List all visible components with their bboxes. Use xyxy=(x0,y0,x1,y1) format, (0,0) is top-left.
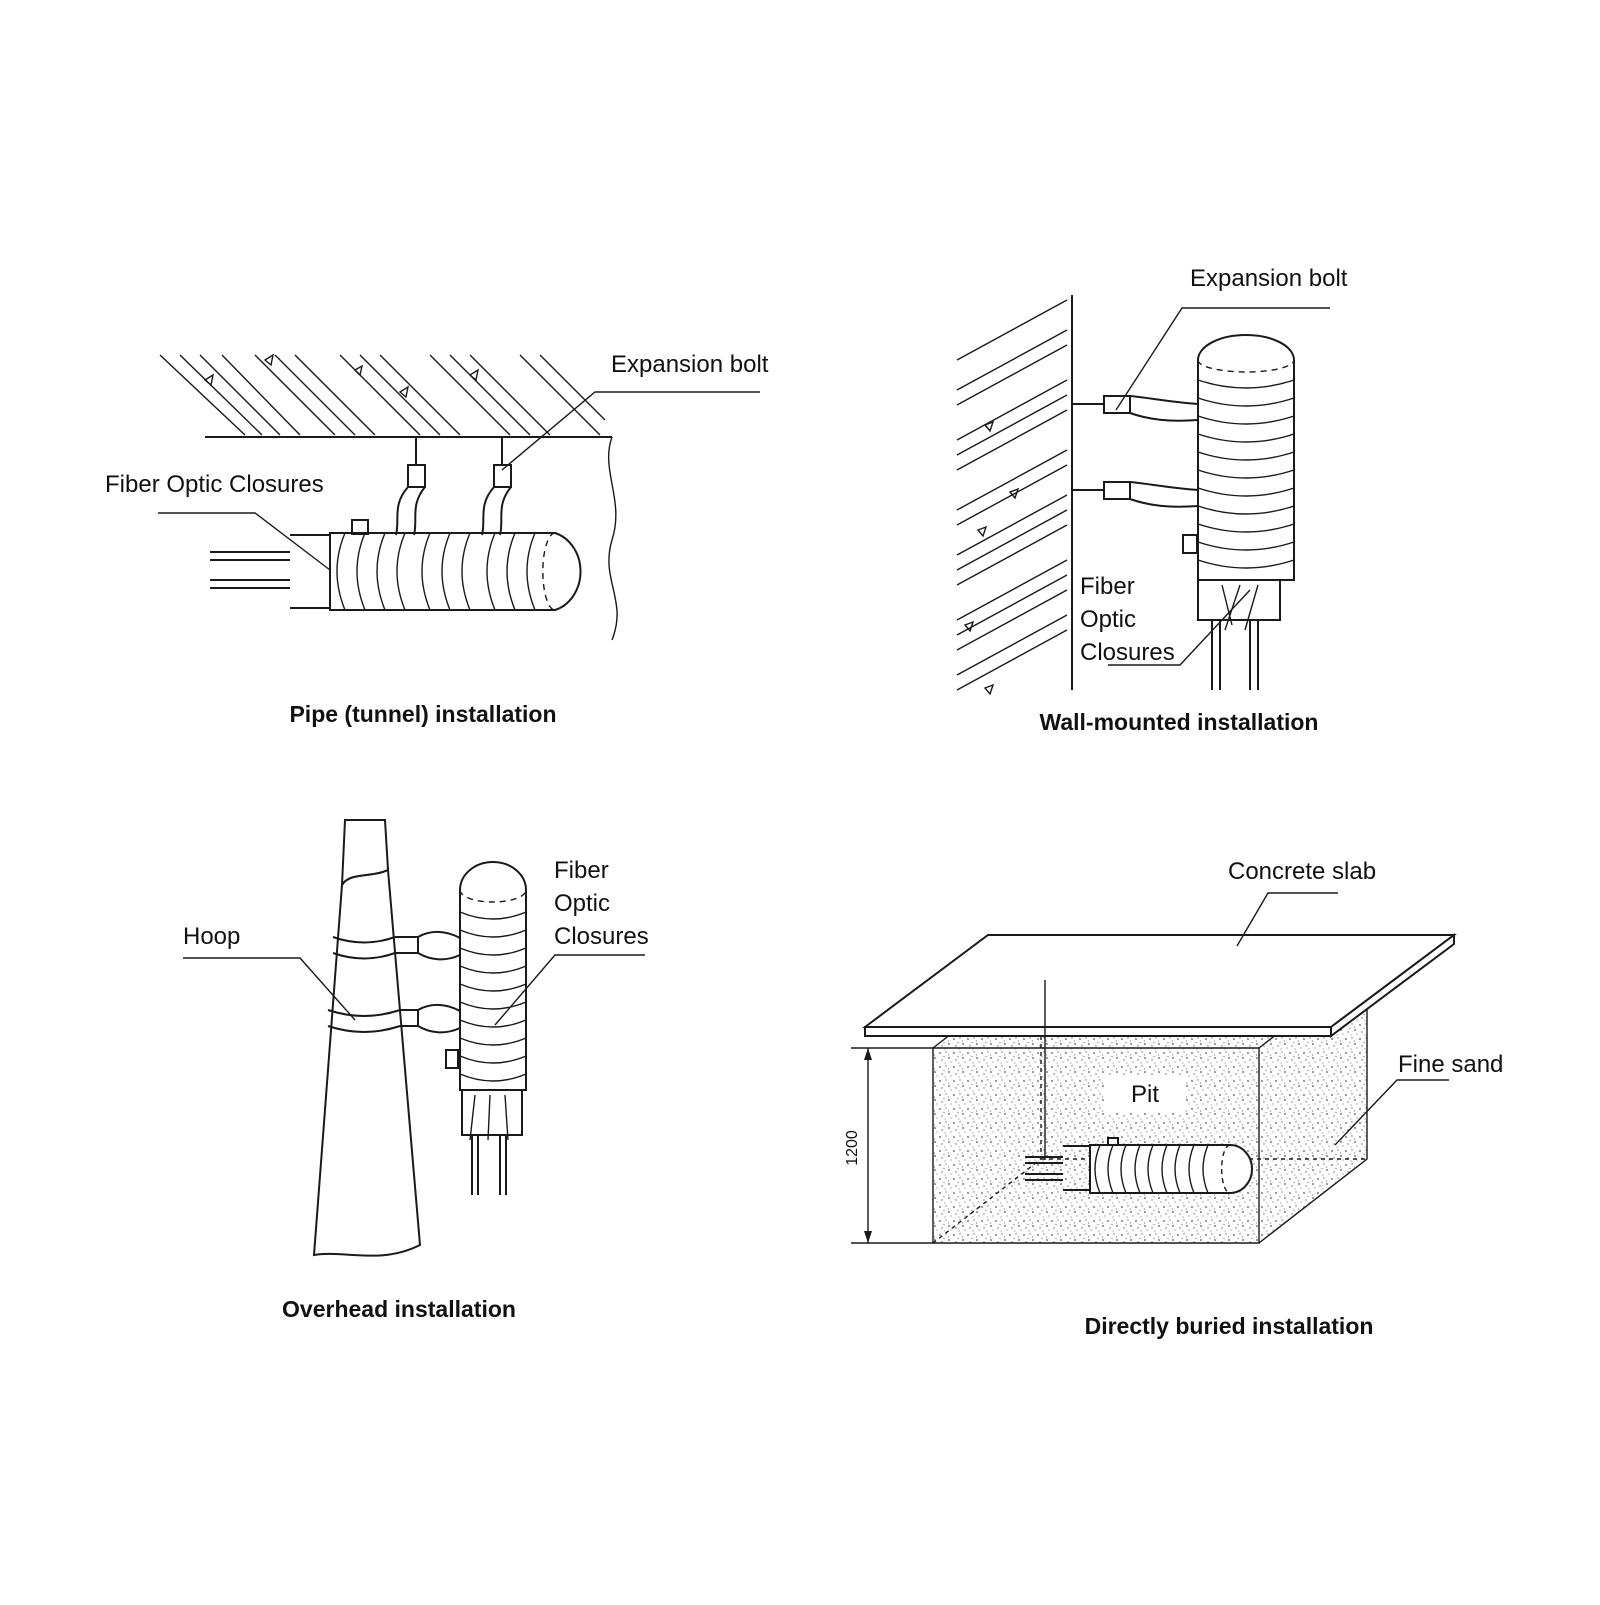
pipe-bolt-leader xyxy=(501,391,760,471)
wall-closure-label-2: Optic xyxy=(1080,606,1136,633)
overhead-installation-panel: Hoop Fiber Optic Closures Overhead insta… xyxy=(183,819,649,1322)
wall-bolt-label: Expansion bolt xyxy=(1190,265,1348,292)
pit-label-box xyxy=(1104,1075,1186,1113)
buried-closure xyxy=(1025,980,1253,1194)
slab-label: Concrete slab xyxy=(1228,858,1376,885)
slab-leader xyxy=(1236,892,1338,947)
wall-hatching xyxy=(956,299,1068,696)
depth-dimension xyxy=(851,1047,933,1244)
overhead-caption: Overhead installation xyxy=(282,1296,516,1322)
overhead-closure xyxy=(445,861,527,1195)
overhead-closure-label-1: Fiber xyxy=(554,857,609,884)
wall-bolt-leader xyxy=(1115,307,1330,411)
wall-closure-leader xyxy=(1108,589,1251,666)
pipe-closure-leader xyxy=(158,512,331,571)
hoop-leader xyxy=(183,957,356,1021)
wall-bolts xyxy=(1072,395,1199,508)
ceiling-hatching xyxy=(159,353,606,436)
pole xyxy=(312,819,422,1257)
pit-label: Pit xyxy=(1131,1081,1159,1108)
buried-installation-panel: 1200 Concrete slab Fine sand Pit Directl… xyxy=(844,858,1503,1339)
expansion-bolts xyxy=(395,437,512,536)
pipe-closure-label: Fiber Optic Closures xyxy=(105,471,324,498)
sand-leader xyxy=(1334,1079,1449,1146)
overhead-closure-label-3: Closures xyxy=(554,923,649,950)
hoop-brackets xyxy=(395,930,461,1034)
concrete-slab xyxy=(861,933,1458,1038)
pipe-caption: Pipe (tunnel) installation xyxy=(289,701,556,727)
pipe-closure xyxy=(210,519,582,611)
pipe-bolt-label: Expansion bolt xyxy=(611,351,769,378)
wall-closure-label-3: Closures xyxy=(1080,639,1175,666)
overhead-closure-leader xyxy=(494,954,645,1026)
buried-caption: Directly buried installation xyxy=(1085,1313,1374,1339)
wall-closure xyxy=(1182,334,1295,690)
sand-label: Fine sand xyxy=(1398,1051,1503,1078)
wall-installation-panel: Expansion bolt Fiber Optic Closures Wall… xyxy=(956,265,1348,735)
hoop-label: Hoop xyxy=(183,923,240,950)
wall-closure-label-1: Fiber xyxy=(1080,573,1135,600)
pipe-installation-panel: Expansion bolt Fiber Optic Closures Pipe… xyxy=(105,351,769,727)
depth-value: 1200 xyxy=(844,1130,861,1166)
wall-caption: Wall-mounted installation xyxy=(1040,709,1319,735)
overhead-closure-label-2: Optic xyxy=(554,890,610,917)
tunnel-wall xyxy=(607,436,618,641)
